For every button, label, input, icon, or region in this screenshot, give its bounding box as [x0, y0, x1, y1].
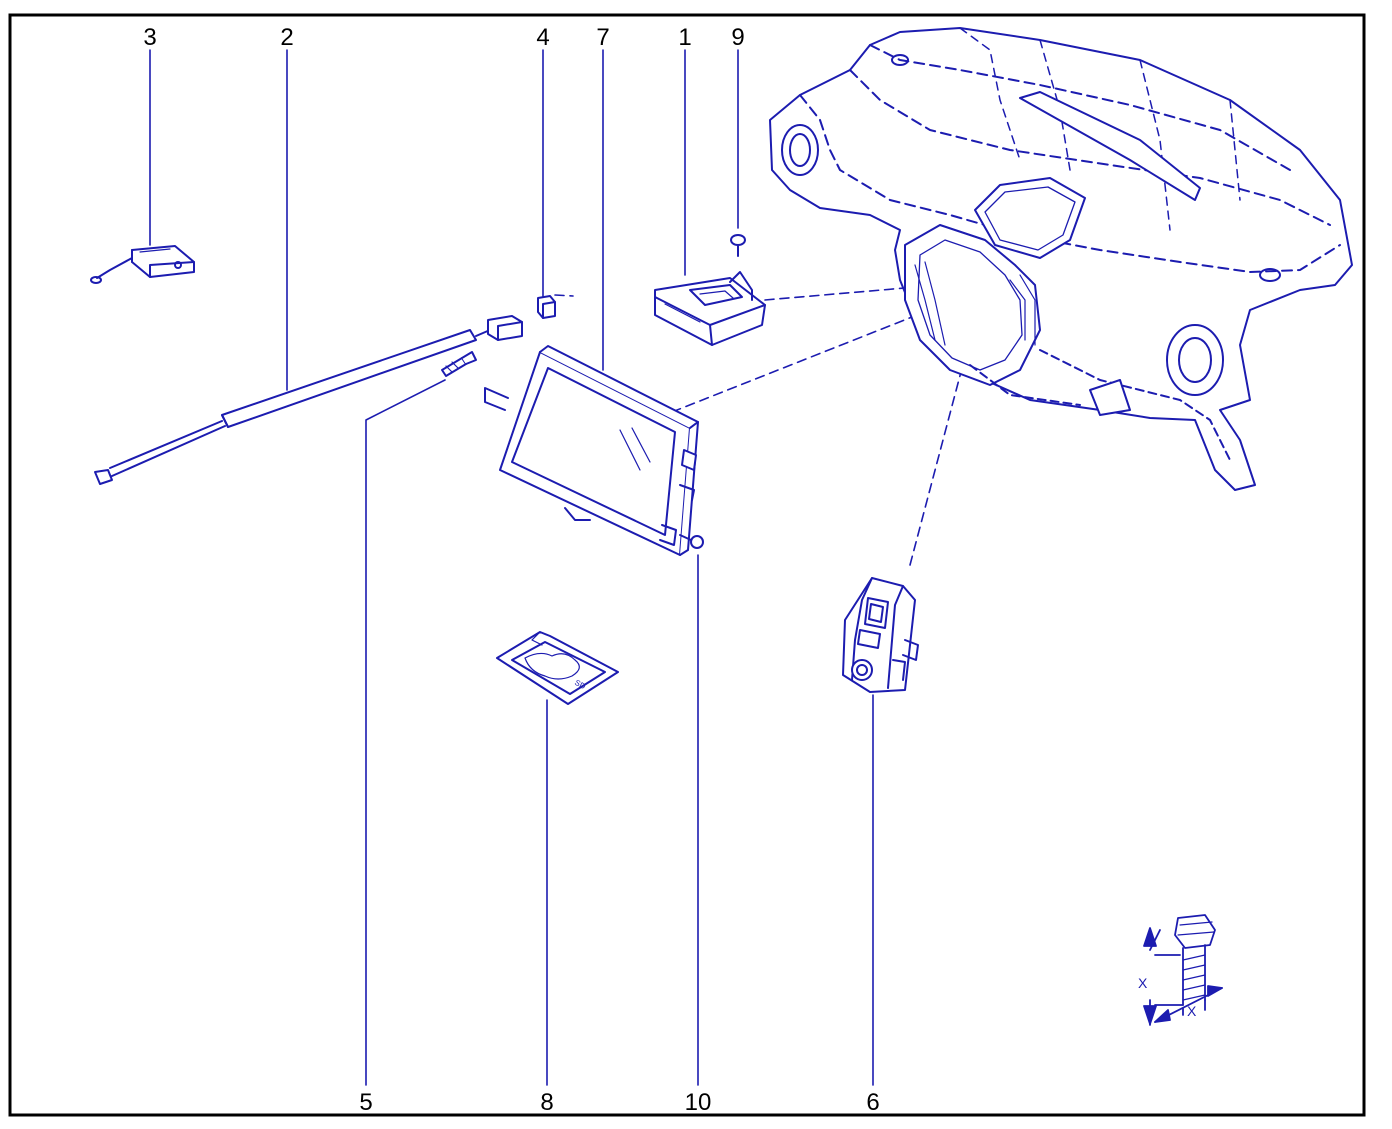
bolt-part-10	[679, 534, 704, 549]
callout-1: 1	[678, 24, 691, 51]
display-screen-part	[484, 345, 699, 556]
callout-5: 5	[359, 1089, 372, 1116]
diagram-frame	[8, 13, 1366, 1117]
control-unit-part	[654, 271, 766, 346]
callout-6: 6	[866, 1089, 879, 1116]
antenna-cable-part	[94, 315, 523, 485]
dashboard-assembly	[769, 27, 1353, 491]
bolt-dimension-symbol	[1143, 914, 1223, 1026]
sd-card-part	[496, 631, 619, 705]
callout-8: 8	[540, 1089, 553, 1116]
bolt-part-9	[730, 234, 746, 257]
antenna-amplifier-part	[90, 245, 195, 284]
dimension-label-vertical: X	[1138, 975, 1148, 991]
callout-leader-lines	[149, 49, 874, 1086]
dimension-label-horizontal: X	[1187, 1003, 1197, 1019]
callout-9: 9	[731, 24, 744, 51]
callout-2: 2	[280, 24, 293, 51]
callout-3: 3	[143, 24, 156, 51]
screw-part	[441, 351, 477, 377]
clip-part	[537, 295, 556, 319]
callout-7: 7	[596, 24, 609, 51]
control-panel-part	[842, 577, 919, 693]
callout-4: 4	[536, 24, 549, 51]
callout-10: 10	[685, 1089, 712, 1116]
